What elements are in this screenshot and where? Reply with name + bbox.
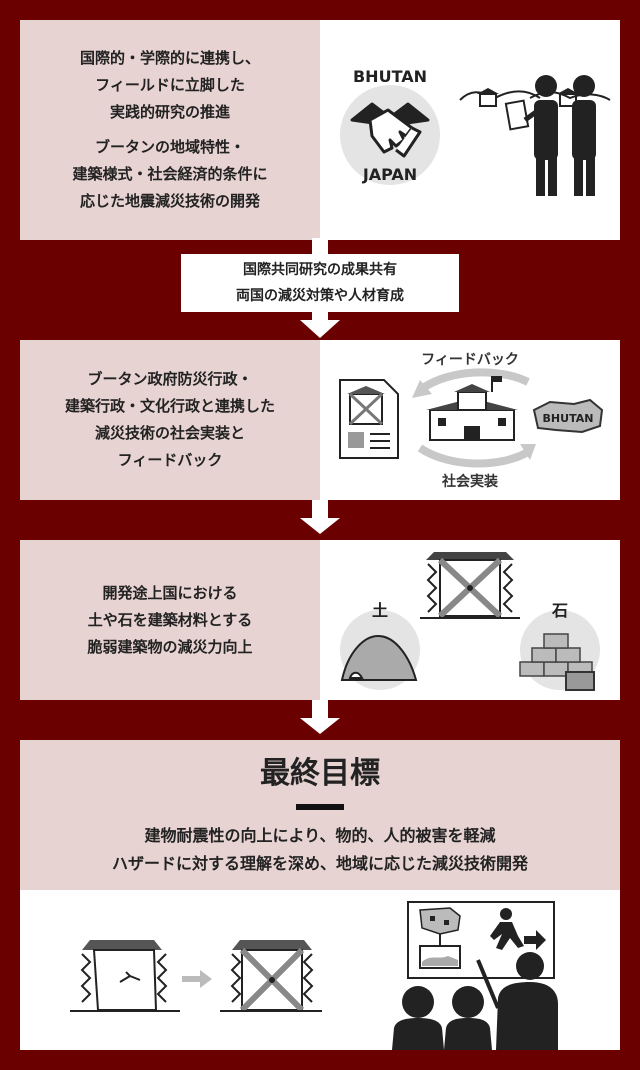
panel-research-line: 応じた地震減災技術の開発 (79, 192, 260, 210)
panel-research-line: ブータンの地域特性・ (94, 138, 245, 156)
panel-implementation-line: ブータン政府防災行政・ (87, 370, 253, 388)
bhutan-map-icon: BHUTAN (532, 398, 604, 434)
earth-label: 土 (372, 601, 388, 620)
panel-implementation-illustration: フィードバック 社会実装 (320, 340, 620, 500)
panel-vulnerable-buildings-illustration: 土 石 (320, 540, 620, 700)
shared-results-line: 両国の減災対策や人材育成 (236, 288, 404, 304)
shared-results-box: 国際共同研究の成果共有 両国の減災対策や人材育成 (181, 254, 459, 312)
final-goal-line: 建物耐震性の向上により、物的、人的被害を軽減 (144, 826, 496, 845)
panel-implementation: ブータン政府防災行政・ 建築行政・文化行政と連携した 減災技術の社会実装と フィ… (20, 340, 620, 500)
panel-vulnerable-buildings-line: 脆弱建築物の減災力向上 (87, 637, 253, 656)
retrofitted-building-icon (220, 940, 322, 1013)
panel-research-illustration: BHUTAN JAPAN (320, 20, 620, 240)
panel-research-line: 建築様式・社会経済的条件に (72, 165, 268, 183)
arrow-right-icon (182, 970, 212, 988)
panel-implementation-text: ブータン政府防災行政・ 建築行政・文化行政と連携した 減災技術の社会実装と フィ… (20, 340, 320, 500)
field-survey-icon (459, 75, 611, 196)
panel-research-line: 国際的・学際的に連携し、 (79, 49, 260, 67)
final-goal-text: 建物耐震性の向上により、物的、人的被害を軽減 ハザードに対する理解を深め、地域に… (20, 822, 620, 878)
map-label: BHUTAN (543, 412, 594, 425)
stone-material-icon: 石 (519, 601, 600, 691)
arrow-down-icon (300, 500, 340, 534)
implementation-label: 社会実装 (441, 473, 499, 490)
logo-bhutan-text: BHUTAN (353, 67, 427, 86)
cracked-building-icon (70, 940, 180, 1012)
feedback-label: フィードバック (421, 352, 519, 368)
panel-vulnerable-buildings-line: 開発途上国における (102, 583, 238, 602)
panel-implementation-line: 減災技術の社会実装と (94, 424, 245, 442)
logo-japan-text: JAPAN (362, 165, 417, 184)
stone-label: 石 (551, 601, 568, 620)
panel-implementation-line: フィードバック (117, 451, 223, 469)
panel-vulnerable-buildings-line: 土や石を建築材料とする (87, 610, 253, 629)
final-goal-title: 最終目標 (260, 756, 380, 791)
feedback-arrow-icon (417, 368, 530, 394)
handshake-icon (350, 102, 430, 158)
panel-research-text: 国際的・学際的に連携し、 フィールドに立脚した 実践的研究の推進 ブータンの地域… (20, 20, 320, 240)
shared-results-line: 国際共同研究の成果共有 (243, 262, 397, 278)
final-goal-line: ハザードに対する理解を深め、地域に応じた減災技術開発 (111, 854, 528, 873)
panel-research: 国際的・学際的に連携し、 フィールドに立脚した 実践的研究の推進 ブータンの地域… (20, 20, 620, 240)
panel-implementation-line: 建築行政・文化行政と連携した (64, 397, 275, 415)
earth-material-icon: 土 (340, 601, 420, 690)
implementation-arrow-icon (417, 444, 530, 468)
government-building-icon (426, 376, 518, 441)
document-icon (339, 379, 399, 459)
final-goal-divider (296, 804, 344, 810)
final-goal-illustration (20, 890, 620, 1050)
final-goal-section: 最終目標 建物耐震性の向上により、物的、人的被害を軽減 ハザードに対する理解を深… (20, 740, 620, 890)
panel-research-line: 実践的研究の推進 (109, 103, 230, 121)
reinforced-frame-icon (420, 552, 520, 619)
panel-vulnerable-buildings-text: 開発途上国における 土や石を建築材料とする 脆弱建築物の減災力向上 (20, 540, 320, 700)
arrow-down-icon (300, 700, 340, 734)
panel-research-line: フィールドに立脚した (95, 76, 245, 94)
education-presentation-icon (392, 901, 558, 1050)
handshake-logo: BHUTAN JAPAN (340, 67, 440, 185)
panel-vulnerable-buildings: 開発途上国における 土や石を建築材料とする 脆弱建築物の減災力向上 土 (20, 540, 620, 700)
